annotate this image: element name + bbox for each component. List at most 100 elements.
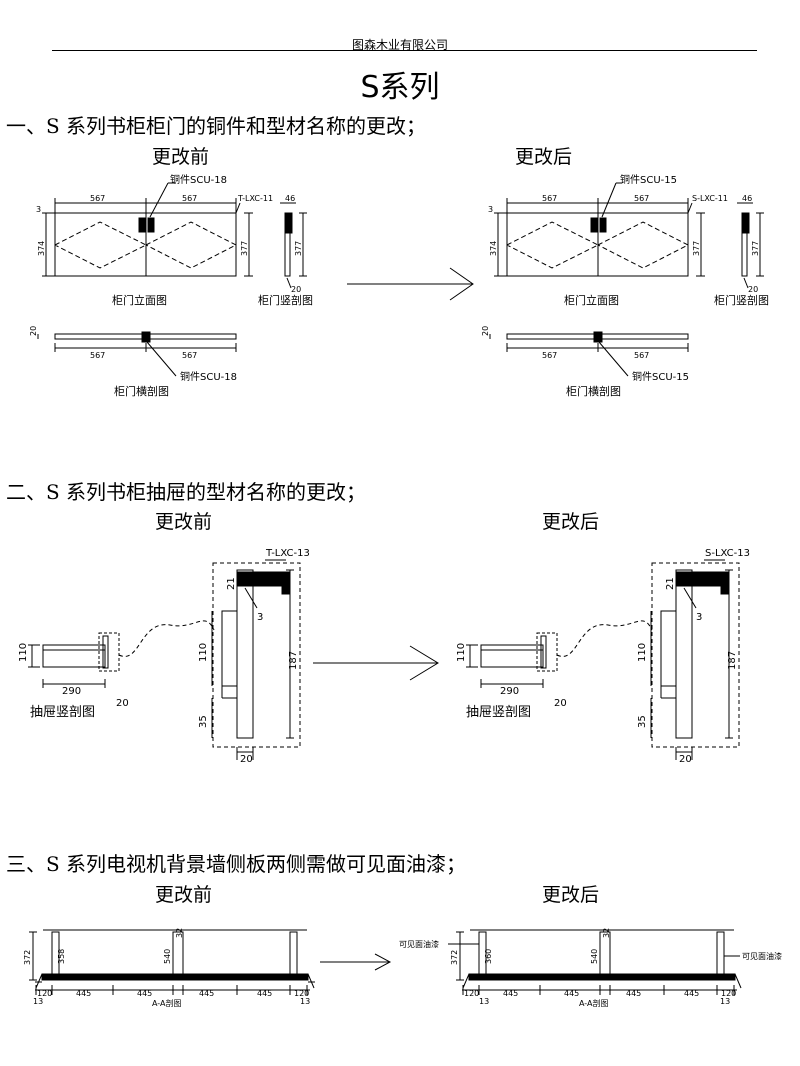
section-2-after-label: 更改后 [542, 511, 600, 533]
s1-after-vsection-caption: 柜门竖剖图 [714, 293, 769, 307]
s3-after-dim-a: 360 [484, 949, 493, 964]
s3-before-dim-a: 358 [57, 949, 66, 964]
section-3-before-label: 更改前 [155, 884, 213, 906]
s3-after-dim-e2: 13 [720, 997, 730, 1006]
section-1-title: 一、S 系列书柜柜门的铜件和型材名称的更改； [6, 114, 427, 138]
company-name: 图森木业有限公司 [351, 38, 448, 52]
s2-arrow [313, 645, 439, 681]
s2-after-profile-label: S-LXC-13 [705, 548, 750, 559]
page-title: S系列 [360, 70, 440, 105]
section-2-before-label: 更改前 [155, 511, 213, 533]
s1-before-hsection-caption: 柜门横剖图 [114, 384, 169, 398]
s1-before-dim-bottom: 20 [291, 285, 301, 294]
s1-after-hsection [489, 331, 689, 377]
s1-before-dim-hs-thick: 20 [29, 326, 38, 336]
s2-after-dim-t: 20 [554, 698, 567, 709]
s1-after-dim-w-left: 567 [542, 194, 557, 203]
s1-after-hardware-label: 铜件SCU-15 [620, 174, 677, 186]
section-1-after-label: 更改后 [515, 146, 573, 168]
s3-after-dim-w4: 445 [626, 989, 641, 998]
s3-arrow [320, 953, 392, 971]
s3-after-dim-b: 540 [590, 949, 599, 964]
section-1-before-label: 更改前 [152, 146, 210, 168]
s1-before-dim-w-left: 567 [90, 194, 105, 203]
s2-after-dim-h: 110 [456, 643, 467, 662]
s1-before-dim-w-right: 567 [182, 194, 197, 203]
s3-after-caption: A-A剖图 [579, 998, 608, 1008]
s3-after-dim-h: 372 [450, 950, 459, 965]
s3-after-dim-e1: 13 [479, 997, 489, 1006]
s3-before-dim-c: 32 [175, 928, 184, 938]
s2-after-dim-35: 35 [637, 715, 648, 728]
s2-after-dim-110: 110 [637, 643, 648, 662]
s3-before-dim-h: 372 [23, 950, 32, 965]
s1-after-profile-label: S-LXC-11 [692, 194, 728, 203]
s2-before-caption: 抽屉竖剖图 [30, 705, 95, 720]
s3-before-dim-w2: 445 [76, 989, 91, 998]
s2-after-drawer [466, 620, 653, 688]
s1-after-vsection [737, 202, 764, 289]
s1-before-dim-top: 46 [285, 194, 295, 203]
s1-before-hardware-label: 铜件SCU-18 [170, 174, 227, 186]
s1-after-dim-hs-left: 567 [542, 351, 557, 360]
s3-before-dim-b: 540 [163, 949, 172, 964]
s2-before-dim-w: 290 [62, 686, 81, 697]
s1-before-dim-hs-left: 567 [90, 351, 105, 360]
s1-before-vsection-caption: 柜门竖剖图 [258, 293, 313, 307]
s3-after-dim-w1: 120 [464, 989, 479, 998]
s3-after-dim-c: 32 [602, 928, 611, 938]
s1-after-dim-bottom: 20 [748, 285, 758, 294]
s2-before-profile-label: T-LXC-13 [265, 548, 310, 559]
s3-before-dim-e2: 13 [300, 997, 310, 1006]
s2-after-dim-3: 3 [696, 612, 702, 623]
s1-after-dim-side: 377 [751, 241, 760, 256]
s1-after-dim-h-left: 374 [489, 241, 498, 256]
s2-after-caption: 抽屉竖剖图 [466, 705, 531, 720]
s3-after-dim-w3: 445 [564, 989, 579, 998]
s2-before-dim-h: 110 [18, 643, 29, 662]
s1-after-hardware-bottom-label: 铜件SCU-15 [632, 371, 689, 383]
s3-after-section [448, 929, 742, 995]
header-divider [52, 50, 757, 51]
s2-before-dim-187: 187 [288, 651, 299, 670]
s3-before-caption: A-A剖图 [152, 998, 181, 1008]
s1-before-dim-thick: 3 [36, 205, 41, 214]
s2-before-dim-21: 21 [226, 577, 237, 590]
s1-after-dim-h-right: 377 [692, 241, 701, 256]
s2-before-dim-3: 3 [257, 612, 263, 623]
s1-before-elevation [42, 182, 253, 277]
s1-after-hsection-caption: 柜门横剖图 [566, 384, 621, 398]
s3-before-dim-w5: 445 [257, 989, 272, 998]
s2-after-detail [650, 559, 740, 760]
s1-before-vsection [280, 202, 307, 289]
s1-before-elevation-caption: 柜门立面图 [112, 293, 167, 307]
s1-after-dim-w-right: 567 [634, 194, 649, 203]
s2-before-dim-110: 110 [198, 643, 209, 662]
s3-before-dim-w6: 120 [294, 989, 309, 998]
s1-after-dim-hs-thick: 20 [481, 326, 490, 336]
s2-after-dim-187: 187 [727, 651, 738, 670]
s3-after-dim-w6: 120 [721, 989, 736, 998]
s2-after-dim-w: 290 [500, 686, 519, 697]
s3-before-dim-e1: 13 [33, 997, 43, 1006]
s1-before-hardware-bottom-label: 铜件SCU-18 [180, 371, 237, 383]
s2-before-drawer [28, 620, 215, 688]
s2-before-dim-20: 20 [240, 754, 253, 765]
s2-before-detail [211, 559, 301, 760]
s2-after-dim-20: 20 [679, 754, 692, 765]
section-2-title: 二、S 系列书柜抽屉的型材名称的更改； [6, 480, 367, 504]
s3-after-dim-w5: 445 [684, 989, 699, 998]
s2-before-dim-35: 35 [198, 715, 209, 728]
s2-before-dim-t: 20 [116, 698, 129, 709]
s1-after-dim-top: 46 [742, 194, 752, 203]
s1-before-hsection [37, 331, 237, 377]
s3-after-paint-left-label: 可见面油漆 [399, 939, 439, 949]
s2-after-dim-21: 21 [665, 577, 676, 590]
s3-before-dim-w3: 445 [137, 989, 152, 998]
s3-before-dim-w1: 120 [37, 989, 52, 998]
s1-before-profile-label: T-LXC-11 [237, 194, 273, 203]
section-3-after-label: 更改后 [542, 884, 600, 906]
s1-after-elevation-caption: 柜门立面图 [564, 293, 619, 307]
s1-before-dim-h-left: 374 [37, 241, 46, 256]
